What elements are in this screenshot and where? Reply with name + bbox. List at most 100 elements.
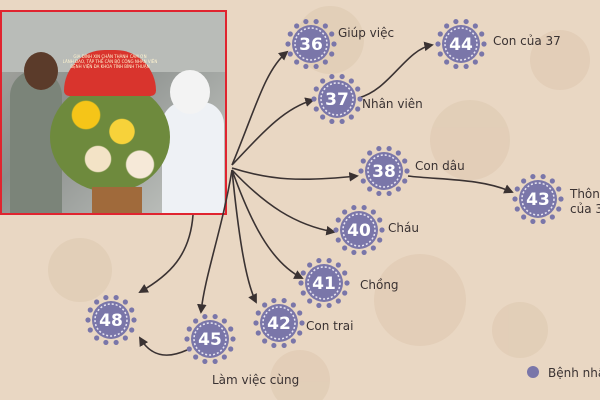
photo-nurse-head <box>170 70 210 114</box>
photo-flower-bouquet <box>50 82 170 192</box>
relation-label-45: Làm việc cùng <box>212 373 299 387</box>
patient-node-41: 41 <box>298 257 350 309</box>
virus-spike <box>472 59 478 65</box>
node-ring <box>294 27 328 61</box>
virus-spike <box>313 106 319 112</box>
virus-spike <box>444 59 450 65</box>
virus-spike <box>361 249 367 256</box>
virus-spike <box>255 330 261 336</box>
virus-spike <box>326 302 332 309</box>
virus-spike <box>297 330 303 336</box>
virus-spike <box>129 327 135 333</box>
virus-spike <box>281 342 287 349</box>
node-number-36: 36 <box>299 35 323 55</box>
virus-spike <box>370 245 376 251</box>
virus-spike <box>404 168 410 174</box>
virus-spike <box>287 51 293 57</box>
virus-spike <box>316 257 322 264</box>
virus-spike <box>202 358 208 365</box>
virus-spike <box>339 73 345 80</box>
virus-spike <box>386 190 392 197</box>
virus-spike <box>262 338 268 344</box>
virus-spike <box>303 18 309 25</box>
patient-photo: GIA ĐÌNH XIN CHÂN THÀNH CẢM ƠN LÃNH ĐẠO,… <box>0 10 227 215</box>
virus-spike <box>221 354 227 360</box>
virus-spike <box>481 41 487 47</box>
virus-spike <box>479 31 485 37</box>
patient-node-36: 36 <box>285 18 337 70</box>
virus-spike <box>335 262 341 268</box>
virus-spike <box>228 346 234 352</box>
edge-to-36 <box>231 50 289 166</box>
virus-spike <box>530 218 536 225</box>
virus-spike <box>311 96 317 102</box>
virus-spike <box>342 290 348 296</box>
edges <box>138 41 514 356</box>
virus-spike <box>320 78 326 84</box>
patient-node-48: 48 <box>85 294 137 346</box>
virus-spike <box>253 320 259 326</box>
edge-38-to-43 <box>407 175 514 194</box>
legend: Bệnh nhâ <box>527 366 600 380</box>
virus-spike <box>549 178 555 184</box>
virus-spike <box>212 313 218 320</box>
virus-spike <box>221 318 227 324</box>
edge-labels: Giúp việc Nhân viên Con dâu Cháu Chồng C… <box>212 26 600 387</box>
relation-label-36: Giúp việc <box>338 26 394 40</box>
virus-spike <box>87 327 93 333</box>
virus-spike <box>212 358 218 365</box>
virus-spike <box>512 196 518 202</box>
patient-node-42: 42 <box>253 297 305 349</box>
virus-spike <box>285 41 291 47</box>
virus-spike <box>230 336 236 342</box>
node-outer <box>442 25 480 63</box>
virus-spike <box>313 63 319 70</box>
virus-spike <box>344 280 350 286</box>
virus-spike <box>271 297 277 304</box>
virus-spike <box>290 338 296 344</box>
patient-node-38: 38 <box>358 145 410 197</box>
virus-spike <box>307 298 313 304</box>
virus-spike <box>103 294 109 301</box>
background-blobs <box>48 6 590 400</box>
virus-spike <box>202 313 208 320</box>
virus-spike <box>395 150 401 156</box>
virus-spike <box>360 178 366 184</box>
virus-spike <box>540 173 546 180</box>
virus-spike <box>402 178 408 184</box>
edge-to-48 <box>138 214 194 293</box>
virus-spike <box>370 209 376 215</box>
virus-spike <box>255 310 261 316</box>
edge-to-38 <box>231 167 359 182</box>
virus-spike <box>329 51 335 57</box>
patient-node-43: 43 <box>512 173 564 225</box>
virus-spike <box>262 302 268 308</box>
virus-spike <box>437 31 443 37</box>
relation-label-43: Thôn của 3 <box>569 187 600 216</box>
virus-spike <box>299 320 305 326</box>
edge-37-to-44 <box>357 41 434 99</box>
virus-spike <box>316 302 322 309</box>
virus-spike <box>335 298 341 304</box>
virus-spike <box>361 204 367 211</box>
node-number-44: 44 <box>449 35 473 55</box>
node-number-41: 41 <box>312 274 336 294</box>
virus-spike <box>281 297 287 304</box>
node-ring <box>193 322 227 356</box>
virus-spike <box>193 318 199 324</box>
virus-spike <box>184 336 190 342</box>
virus-spike <box>335 217 341 223</box>
edge-to-37 <box>231 97 315 166</box>
virus-spike <box>556 186 562 192</box>
virus-spike <box>435 41 441 47</box>
virus-spike <box>339 118 345 125</box>
relation-label-40: Cháu <box>388 221 419 235</box>
virus-spike <box>307 262 313 268</box>
virus-spike <box>377 217 383 223</box>
virus-spike <box>297 310 303 316</box>
node-ring <box>367 154 401 188</box>
virus-spike <box>87 307 93 313</box>
virus-spike <box>437 51 443 57</box>
